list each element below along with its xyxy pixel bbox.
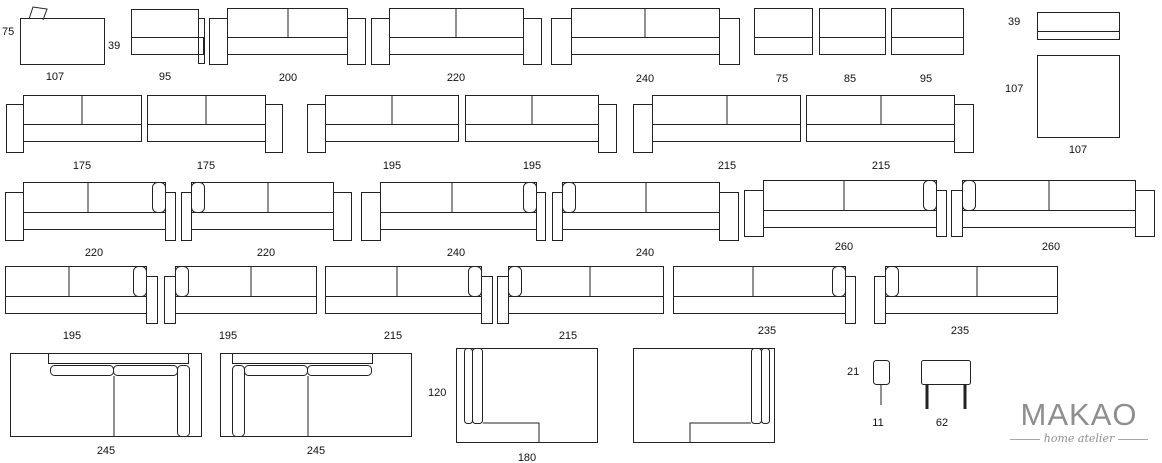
sofa-215-chaise-right: 215 <box>497 266 664 342</box>
module-95-front-view: 95 <box>891 8 964 85</box>
label-width-240: 240 <box>636 73 654 85</box>
label-footstool-height: 75 <box>2 26 14 38</box>
label-module-95: 95 <box>920 73 932 85</box>
sofa-215-left-module: 215 <box>633 95 801 172</box>
sofa-245-top-view-left: 245 <box>10 353 202 457</box>
module-75-front-view: 75 <box>754 8 813 85</box>
sofa-235-chaise-left: 235 <box>673 266 856 337</box>
sofa-220-front-view: 220 <box>371 8 542 84</box>
headrest-side-view: 21 11 <box>847 360 890 429</box>
label-width-175-b: 175 <box>197 160 215 172</box>
sofa-260-arm-right: 260 <box>951 180 1155 253</box>
label-width-260-a: 260 <box>835 241 853 253</box>
label-width-220-b: 220 <box>257 247 275 259</box>
brand-logo: MAKAO home atelier <box>1004 398 1154 446</box>
sofa-200-front-view: 200 <box>209 8 366 84</box>
logo-tagline-row: home atelier <box>1004 432 1154 446</box>
label-module-85: 85 <box>844 73 856 85</box>
label-width-235-a: 235 <box>758 325 776 337</box>
label-width-245-a: 245 <box>97 445 115 457</box>
label-table-width: 62 <box>936 417 948 429</box>
sofa-220-arm-left: 220 <box>5 182 176 259</box>
logo-wordmark: MAKAO <box>1020 397 1138 432</box>
sofa-245-top-view-right: 245 <box>220 353 412 457</box>
label-headrest-width: 11 <box>872 417 883 429</box>
label-width-220-a: 220 <box>85 247 103 259</box>
sofa-195-chaise-right: 195 <box>164 266 317 342</box>
label-width-245-b: 245 <box>307 445 325 457</box>
label-width-235-b: 235 <box>951 325 969 337</box>
label-corner-width: 180 <box>518 452 536 463</box>
corner-sofa-top-view-left: 120 180 <box>428 348 598 463</box>
corner-sofa-top-view-right <box>633 348 775 443</box>
sofa-175-right-module: 175 <box>147 95 283 172</box>
logo-tagline: home atelier <box>1043 432 1115 445</box>
sofa-175-left-module: 175 <box>6 95 142 172</box>
sofa-195-chaise-left: 195 <box>5 266 158 342</box>
sofa-260-arm-left: 260 <box>744 180 947 253</box>
label-width-240-b: 240 <box>636 247 654 259</box>
label-corner-depth: 120 <box>428 387 446 399</box>
sofa-195-right-module: 195 <box>465 95 617 172</box>
label-width-195-b: 195 <box>523 160 541 172</box>
sofa-240-arm-left: 240 <box>361 182 546 259</box>
sofa-195-left-module: 195 <box>307 95 459 172</box>
label-width-200: 200 <box>279 72 297 84</box>
footstool-side-view: 75 39 107 <box>2 6 120 83</box>
label-width-260-b: 260 <box>1042 241 1060 253</box>
sofa-240-front-view: 240 <box>551 8 740 85</box>
sofa-95-front-view: 95 <box>131 9 205 83</box>
tagline-rule-right <box>1118 438 1149 440</box>
sofa-215-right-module: 215 <box>806 95 974 172</box>
label-width-195-c: 195 <box>63 330 81 342</box>
label-width-95: 95 <box>159 71 171 83</box>
sofa-215-chaise-left: 215 <box>325 266 493 342</box>
label-width-215-b: 215 <box>872 160 890 172</box>
pouf-side-view: 39 <box>1008 12 1120 40</box>
label-headrest-height: 21 <box>847 366 859 378</box>
label-width-220: 220 <box>447 72 465 84</box>
label-module-75: 75 <box>776 73 788 85</box>
label-footstool-seat-height: 39 <box>108 40 120 52</box>
label-width-175-a: 175 <box>73 160 91 172</box>
label-width-195-a: 195 <box>383 160 401 172</box>
sofa-220-arm-right: 220 <box>181 182 352 259</box>
label-width-215-d: 215 <box>559 330 577 342</box>
label-pouf-height: 39 <box>1008 16 1020 28</box>
pouf-top-view: 107 107 <box>1005 55 1120 156</box>
tagline-rule-left <box>1009 438 1040 440</box>
label-pouf-width: 107 <box>1069 144 1087 156</box>
label-width-240-a: 240 <box>447 247 465 259</box>
label-footstool-width: 107 <box>46 71 64 83</box>
label-width-195-d: 195 <box>219 330 237 342</box>
label-pouf-depth: 107 <box>1005 83 1023 95</box>
label-width-215-a: 215 <box>718 160 736 172</box>
label-width-215-c: 215 <box>384 330 402 342</box>
side-table-front-view: 62 <box>921 360 971 429</box>
sofa-235-chaise-right: 235 <box>874 266 1058 337</box>
sofa-240-arm-right: 240 <box>552 182 739 259</box>
module-85-front-view: 85 <box>819 8 886 85</box>
